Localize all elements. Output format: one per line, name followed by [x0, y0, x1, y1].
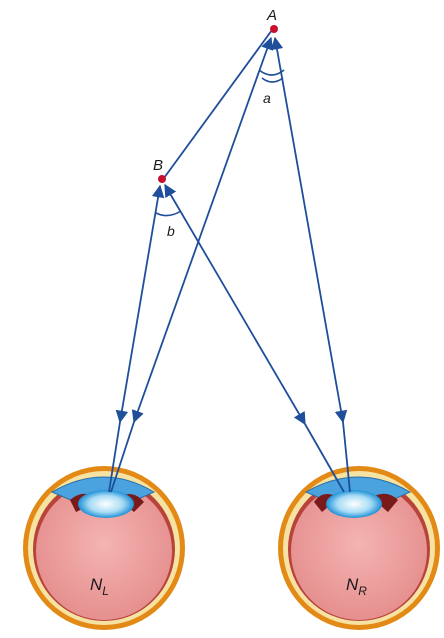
- label-right-eye-main: N: [346, 575, 359, 594]
- ray-b-to-left-eye: [120, 186, 160, 422]
- label-angle-b: b: [167, 223, 175, 239]
- ray-a-to-left-eye: [134, 38, 271, 422]
- angle-a-arc-inner: [262, 78, 283, 82]
- ray-a-to-right-eye: [275, 38, 343, 422]
- label-left-eye-sub: L: [102, 584, 109, 598]
- label-left-eye-main: N: [90, 575, 103, 594]
- left-eye-lens: [78, 490, 134, 518]
- angle-b-arc: [156, 211, 181, 216]
- ray-lines: [109, 30, 350, 492]
- point-a: [270, 25, 278, 33]
- right-eye: [278, 466, 440, 630]
- ray-a-to-b: [164, 30, 272, 178]
- label-right-eye-sub: R: [358, 584, 367, 598]
- point-b: [158, 175, 166, 183]
- ray-b-to-right-eye: [165, 185, 305, 424]
- left-eye: [23, 466, 185, 630]
- label-point-a: A: [266, 7, 277, 24]
- label-angle-a: a: [263, 90, 271, 106]
- label-point-b: B: [153, 157, 163, 174]
- right-eye-lens: [326, 490, 382, 518]
